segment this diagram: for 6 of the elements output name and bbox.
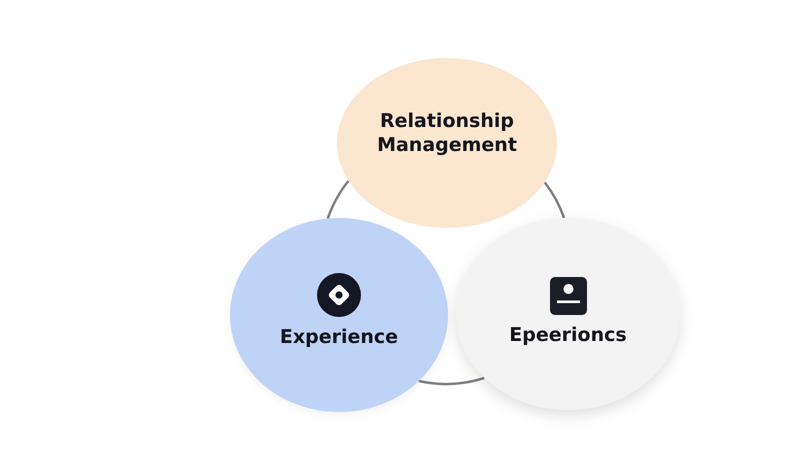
node-label: Relationship Management [376,109,518,157]
connector-arc [544,182,566,218]
node-label: Experience [280,325,398,349]
connector-arc [326,180,350,219]
connector-arc [418,376,485,386]
node-label: Epeerioncs [509,323,627,347]
